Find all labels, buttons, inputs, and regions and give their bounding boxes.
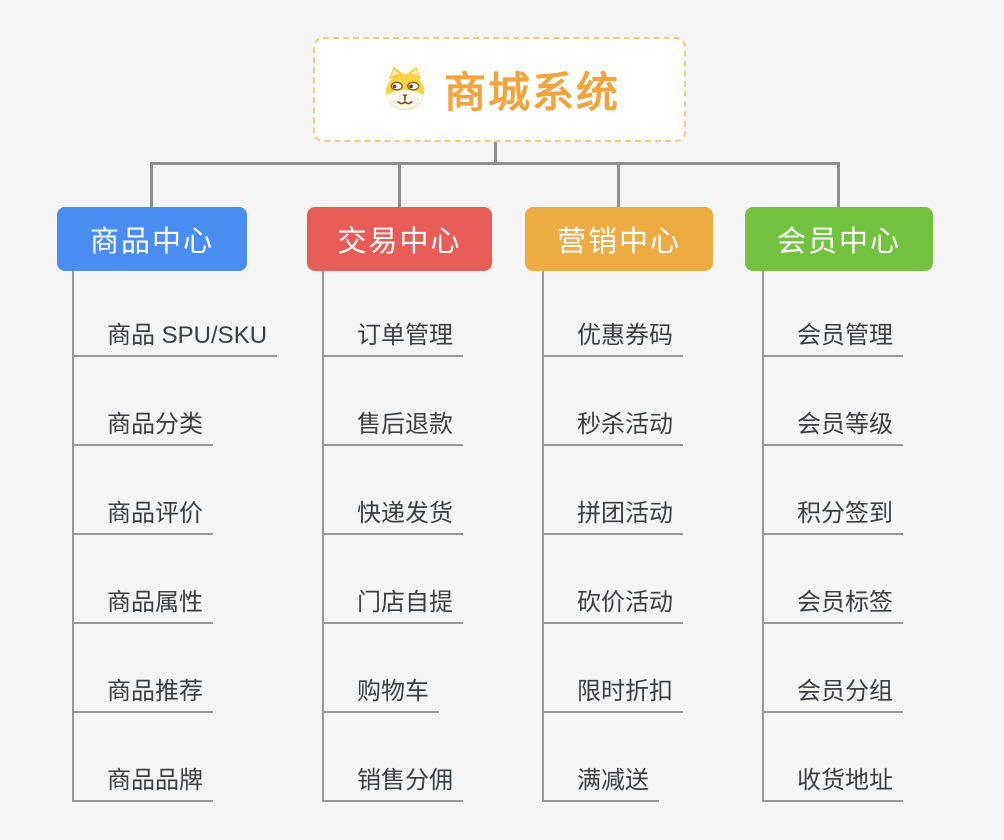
topic-node[interactable]: 销售分佣 (322, 761, 463, 802)
topic-node[interactable]: 快递发货 (322, 494, 463, 535)
topic-node[interactable]: 会员标签 (762, 583, 903, 624)
drop-line-member-center (837, 162, 840, 208)
topic-node[interactable]: 商品推荐 (72, 672, 213, 713)
topic-node[interactable]: 会员管理 (762, 316, 903, 357)
trunk-line-trade-center (322, 271, 324, 800)
topic-node[interactable]: 会员分组 (762, 672, 903, 713)
branch-node-product-center[interactable]: 商品中心 (57, 207, 247, 271)
topic-node[interactable]: 拼团活动 (542, 494, 683, 535)
root-node-mall-system[interactable]: 商城系统 (313, 37, 686, 142)
branch-node-trade-center[interactable]: 交易中心 (307, 207, 492, 271)
topic-node[interactable]: 满减送 (542, 761, 659, 802)
topic-node[interactable]: 商品品牌 (72, 761, 213, 802)
drop-line-product-center (150, 162, 153, 208)
topic-node[interactable]: 收货地址 (762, 761, 903, 802)
topic-node[interactable]: 砍价活动 (542, 583, 683, 624)
branch-node-member-center[interactable]: 会员中心 (745, 207, 933, 271)
root-stub-line (494, 142, 497, 162)
topic-node[interactable]: 秒杀活动 (542, 405, 683, 446)
topic-node[interactable]: 门店自提 (322, 583, 463, 624)
trunk-line-member-center (762, 271, 764, 800)
topic-node[interactable]: 积分签到 (762, 494, 903, 535)
root-title: 商城系统 (443, 69, 620, 116)
topic-node[interactable]: 优惠券码 (542, 316, 683, 357)
trunk-line-marketing-center (542, 271, 544, 800)
topic-node[interactable]: 会员等级 (762, 405, 903, 446)
topic-node[interactable]: 商品 SPU/SKU (72, 316, 278, 357)
topic-node[interactable]: 商品评价 (72, 494, 213, 535)
drop-line-trade-center (398, 162, 401, 208)
topic-node[interactable]: 售后退款 (322, 405, 463, 446)
topic-node[interactable]: 订单管理 (322, 316, 463, 357)
topic-node[interactable]: 商品属性 (72, 583, 213, 624)
shiba-dog-icon (385, 66, 425, 110)
topic-node[interactable]: 限时折扣 (542, 672, 683, 713)
trunk-line-product-center (72, 271, 74, 800)
topic-node[interactable]: 商品分类 (72, 405, 213, 446)
horizontal-connector-line (150, 162, 840, 165)
branch-node-marketing-center[interactable]: 营销中心 (525, 207, 713, 271)
topic-node[interactable]: 购物车 (322, 672, 439, 713)
drop-line-marketing-center (617, 162, 620, 208)
